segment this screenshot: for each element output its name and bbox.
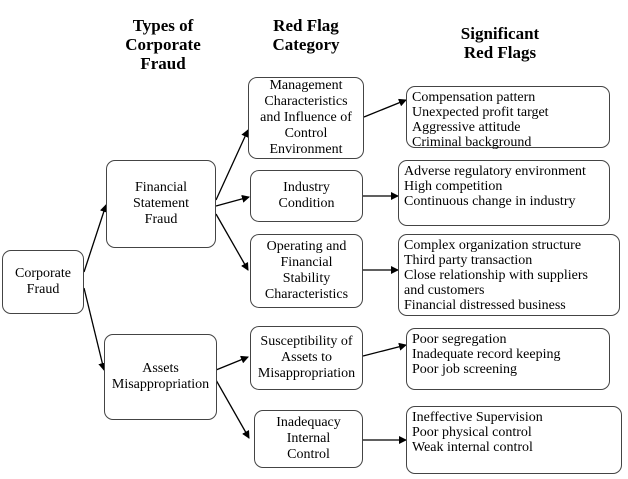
arrow-root-to-financial-statement <box>83 204 108 273</box>
header-red-flag-category: Red Flag Category <box>272 16 340 54</box>
flags-susceptibility: Poor segregation Inadequate record keepi… <box>406 328 610 390</box>
node-susceptibility-of-assets: Susceptibility of Assets to Misappropria… <box>250 326 363 390</box>
flags-operating: Complex organization structure Third par… <box>398 234 620 316</box>
arrow-root-to-assets-misappropriation <box>83 287 107 371</box>
node-financial-statement-fraud: Financial Statement Fraud <box>106 160 216 248</box>
node-inadequacy-internal-control: Inadequacy Internal Control <box>254 410 363 468</box>
arrow-fs-to-industry <box>215 194 250 207</box>
arrow-am-to-inadequacy <box>215 379 250 439</box>
node-assets-misappropriation: Assets Misappropriation <box>104 334 217 420</box>
node-corporate-fraud: Corporate Fraud <box>2 250 84 314</box>
flags-management: Compensation pattern Unexpected profit t… <box>406 86 610 150</box>
node-operating-financial-stability: Operating and Financial Stability Charac… <box>250 234 363 308</box>
flags-inadequacy: Ineffective Supervision Poor physical co… <box>406 406 622 474</box>
node-management-characteristics: Management Characteristics and Influence… <box>248 77 364 159</box>
header-types-of-corporate-fraud: Types of Corporate Fraud <box>125 16 201 73</box>
arrow-am-to-susceptibility <box>215 355 249 371</box>
arrow-management-to-flags <box>363 98 407 118</box>
flags-industry: Adverse regulatory environment High comp… <box>398 160 610 226</box>
node-industry-condition: Industry Condition <box>250 170 363 222</box>
header-significant-red-flags: Significant Red Flags <box>460 24 540 62</box>
arrow-fs-to-management <box>215 129 249 201</box>
arrow-fs-to-operating <box>215 213 249 271</box>
arrow-susceptibility-to-flags <box>362 342 407 357</box>
